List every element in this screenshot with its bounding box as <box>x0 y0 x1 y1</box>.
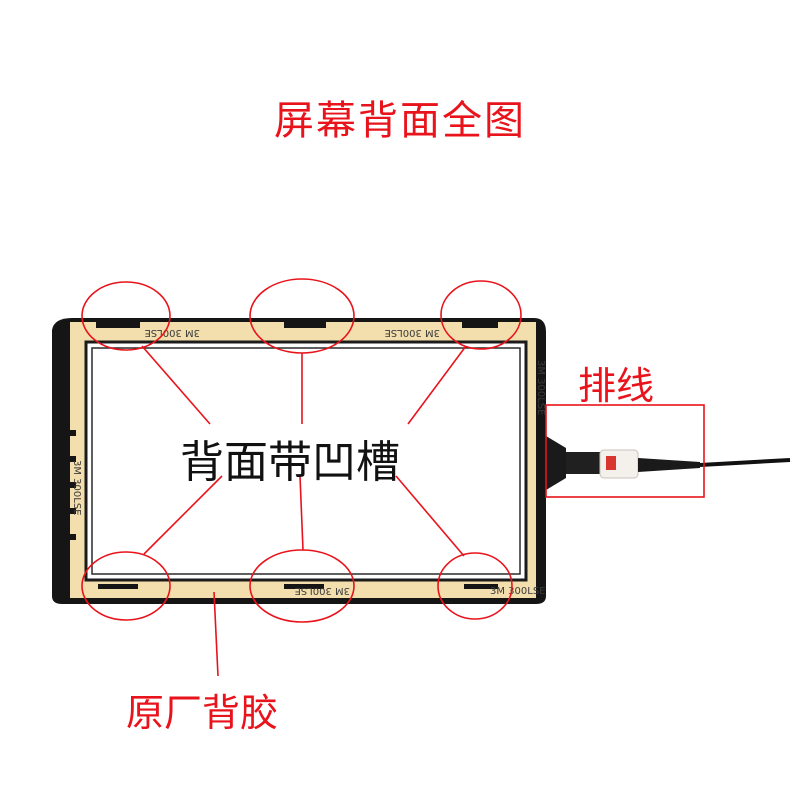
callout-bottom-center <box>249 549 355 623</box>
callout-top-left <box>81 281 171 351</box>
groove-bottom-center <box>284 584 324 589</box>
flex-cable <box>546 436 791 490</box>
adhesive-label: 原厂背胶 <box>126 691 279 735</box>
cable-label: 排线 <box>578 364 655 408</box>
callout-bottom-left <box>81 551 171 621</box>
groove-bottom-left <box>98 584 138 589</box>
adhesive-leader-line <box>213 591 219 677</box>
tape-print: 3M 300LSE 3M 300LSE 3M 300LSE 3M 300LSE … <box>71 327 546 597</box>
groove-top-right <box>462 322 498 328</box>
groove-top-left <box>96 322 140 328</box>
tape-print-right: 3M 300LSE <box>535 360 546 416</box>
tape-print-top-2: 3M 300LSE <box>385 327 441 338</box>
groove-label: 背面带凹槽 <box>180 437 400 488</box>
groove-bottom-right <box>464 584 498 589</box>
glass-area <box>84 340 528 582</box>
page-title: 屏幕背面全图 <box>274 98 526 144</box>
side-tabs <box>58 430 76 540</box>
groove-top-center <box>284 322 326 328</box>
callout-bottom-right <box>437 552 513 620</box>
cable-callout-box <box>545 404 705 498</box>
tape-print-bottom-1: 3M 300LSE <box>295 585 351 596</box>
groove-leader-lines <box>141 345 467 557</box>
tape-print-bottom-2: 3M 300LSE <box>490 586 546 597</box>
tape-print-top-1: 3M 300LSE <box>145 327 201 338</box>
callout-top-right <box>440 280 522 350</box>
grooves <box>96 322 498 589</box>
tape-print-left: 3M 300LSE <box>71 460 82 516</box>
